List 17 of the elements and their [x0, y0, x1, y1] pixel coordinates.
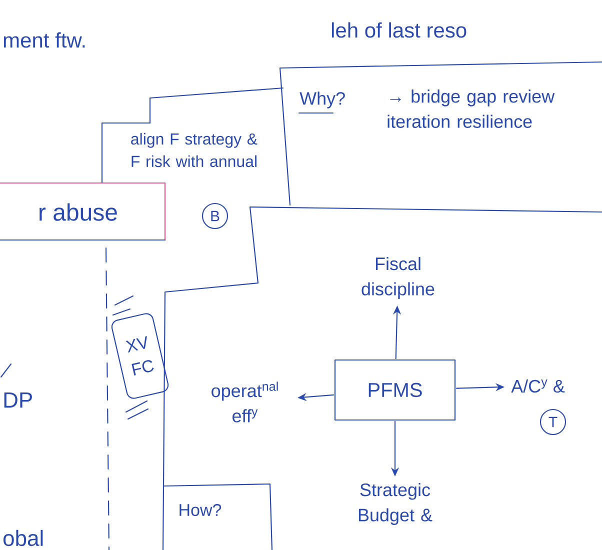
note-text: leh of last reso — [332, 22, 466, 38]
note-box: Why? → bridge gap review iteration resilience — [279, 61, 602, 206]
circled-letter: B — [202, 202, 228, 230]
note-text: Fiscal discipline — [362, 257, 434, 299]
note-box: How? — [163, 483, 273, 550]
note-text: DP — [4, 392, 32, 408]
rounded-box: XV FC — [111, 313, 169, 399]
circled-letter: T — [540, 408, 566, 436]
panel-outline — [162, 206, 602, 550]
note-text: operat$^{nal}$ eff$^{y}$ — [212, 382, 278, 422]
note-text: ment ftw. — [4, 32, 85, 48]
note-text: obal — [3, 530, 43, 546]
process-box: PFMS — [334, 359, 456, 421]
highlight-box: r abuse — [0, 182, 166, 241]
note-box: align F strategy & F risk with annual — [101, 87, 284, 184]
note-text: A/C$^{y}$ & — [511, 379, 565, 393]
note-text: Strategic Budget & — [358, 483, 432, 525]
